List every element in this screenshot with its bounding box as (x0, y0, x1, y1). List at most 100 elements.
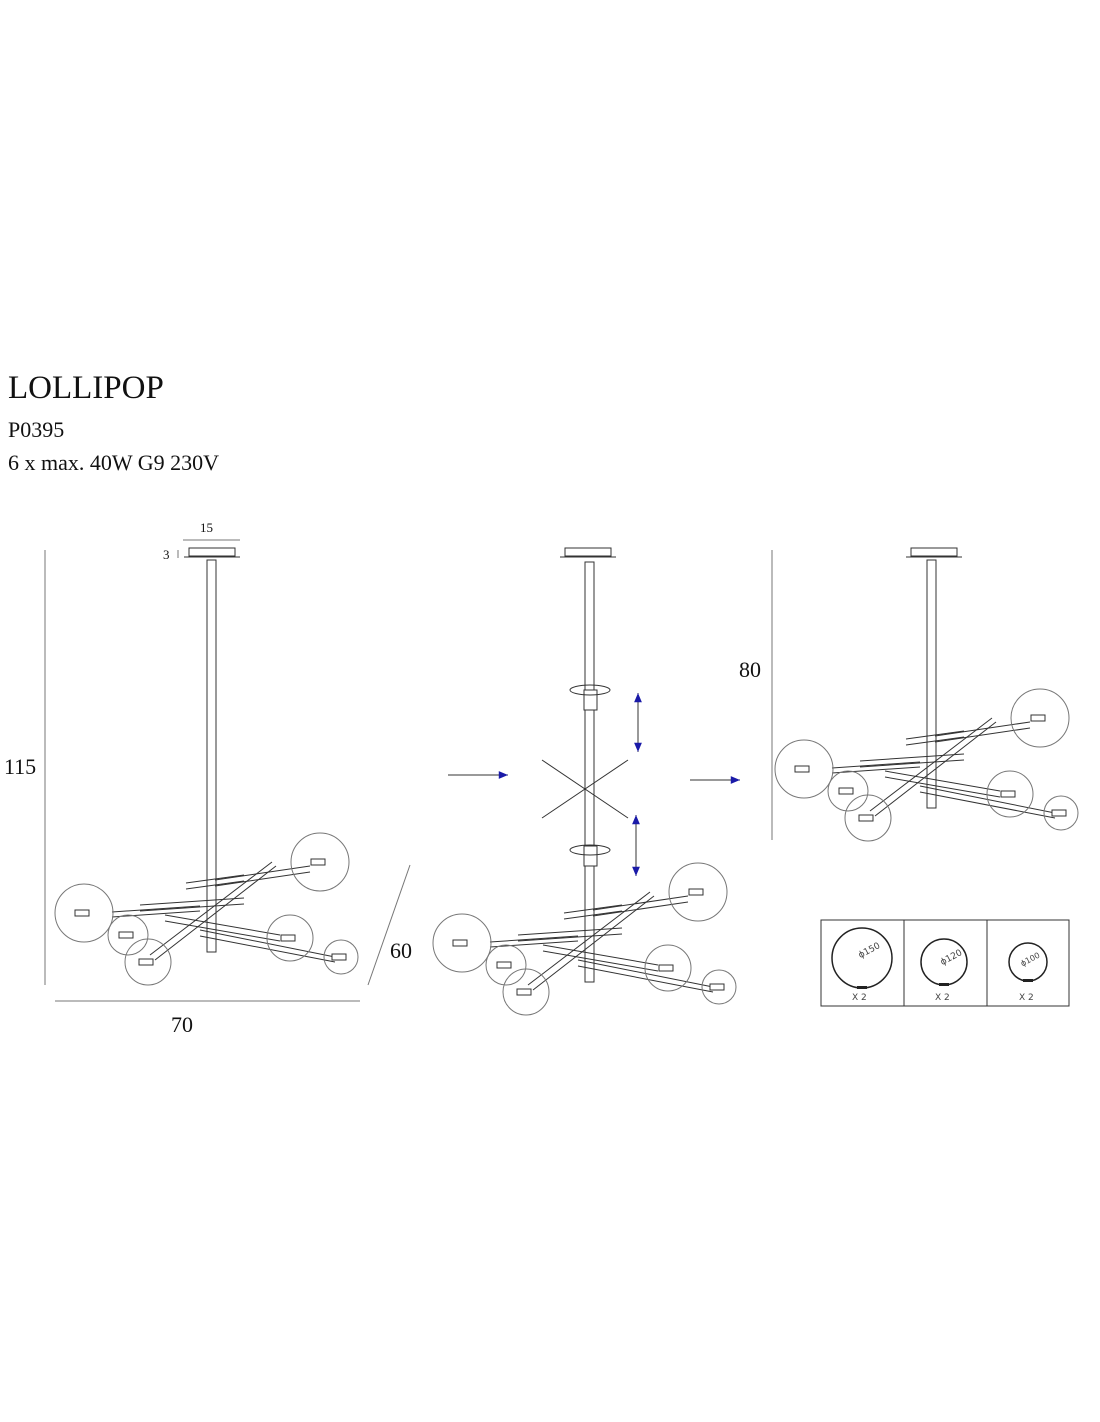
glass-globe (124, 938, 172, 986)
arm (154, 865, 277, 961)
arm (517, 933, 623, 942)
g9-bulb-socket (688, 888, 704, 896)
globe-count-150: X 2 (852, 993, 867, 1003)
arm (214, 871, 311, 887)
arm (489, 935, 579, 943)
arm (592, 901, 689, 917)
g9-bulb-socket (858, 814, 874, 822)
rod (584, 561, 595, 983)
arm (139, 897, 245, 906)
arm (592, 895, 689, 911)
glass-globe (290, 832, 350, 892)
g9-bulb-socket (118, 931, 134, 939)
arm (884, 770, 1001, 792)
arm (563, 904, 623, 914)
arm (934, 727, 1031, 743)
glass-globe (1010, 688, 1070, 748)
g9-bulb-socket (496, 961, 512, 969)
globe-count-100: X 2 (1019, 993, 1034, 1003)
g9-bulb-socket (658, 964, 674, 972)
dim-total-height: 115 (4, 754, 37, 779)
glass-globe (774, 739, 834, 799)
g9-bulb-socket (138, 958, 154, 966)
glass-globe (266, 914, 314, 962)
glass-globe (827, 770, 869, 812)
g9-bulb-socket (74, 909, 90, 917)
rotate-arrow-icon (569, 844, 611, 856)
dim-width: 70 (171, 1012, 193, 1037)
g9-bulb-socket (1000, 790, 1016, 798)
glass-globe (485, 944, 527, 986)
arrow-up-icon-head (634, 693, 642, 703)
rotate-arrow-icon (569, 684, 611, 696)
g9-bulb-socket (1030, 714, 1046, 722)
glass-globe (1043, 795, 1079, 831)
arm (905, 730, 965, 740)
arrow-down-icon-head (634, 742, 642, 752)
arm (185, 874, 245, 884)
g9-bulb-socket (838, 787, 854, 795)
arm (859, 753, 965, 762)
arrow-right-icon-head (498, 771, 508, 779)
dim-canopy-height: 3 (163, 547, 170, 562)
rod (926, 559, 937, 809)
globe-neck (857, 986, 867, 989)
arm (111, 905, 201, 913)
arm (874, 721, 997, 817)
product-spec: 6 x max. 40W G9 230V (8, 450, 220, 475)
arm (532, 895, 655, 991)
remove-cross-icon (541, 759, 629, 819)
dim-shortened-height: 80 (739, 657, 761, 682)
glass-globe (54, 883, 114, 943)
glass-globe (986, 770, 1034, 818)
arm (859, 759, 965, 768)
arm (831, 761, 921, 769)
g9-bulb-socket (516, 988, 532, 996)
dim-line-depth (367, 864, 411, 986)
arm (164, 914, 281, 936)
arm (149, 861, 273, 956)
glass-globe (502, 968, 550, 1016)
arm (563, 910, 623, 920)
globe-size-table (820, 919, 1070, 1007)
globe-neck (1023, 979, 1033, 982)
glass-globe (668, 862, 728, 922)
arm (164, 920, 281, 942)
canopy (188, 547, 236, 557)
arm (542, 950, 659, 972)
arm (831, 766, 921, 774)
arm (905, 736, 965, 746)
arm (111, 910, 201, 918)
product-code: P0395 (8, 417, 65, 442)
g9-bulb-socket (794, 765, 810, 773)
arrow-up-icon-head (632, 815, 640, 825)
dim-canopy-width: 15 (200, 520, 213, 535)
rod-joint (583, 689, 598, 711)
glass-globe (844, 794, 892, 842)
arm (934, 721, 1031, 737)
g9-bulb-socket (709, 983, 725, 991)
arm (869, 717, 993, 812)
g9-bulb-socket (280, 934, 296, 942)
arm (489, 940, 579, 948)
rod-joint (583, 845, 598, 867)
arrow-right-icon-head (730, 776, 740, 784)
g9-bulb-socket (1051, 809, 1067, 817)
dim-depth: 60 (390, 938, 412, 963)
rod (206, 559, 217, 953)
glass-globe (432, 913, 492, 973)
arm (185, 880, 245, 890)
arm (577, 965, 714, 993)
arm (542, 944, 659, 966)
product-name: LOLLIPOP (8, 370, 164, 406)
globe-neck (939, 983, 949, 986)
arm (139, 903, 245, 912)
g9-bulb-socket (452, 939, 468, 947)
glass-globe (323, 939, 359, 975)
g9-bulb-socket (310, 858, 326, 866)
globe-count-120: X 2 (935, 993, 950, 1003)
arm (214, 865, 311, 881)
glass-globe (701, 969, 737, 1005)
arm (884, 776, 1001, 798)
